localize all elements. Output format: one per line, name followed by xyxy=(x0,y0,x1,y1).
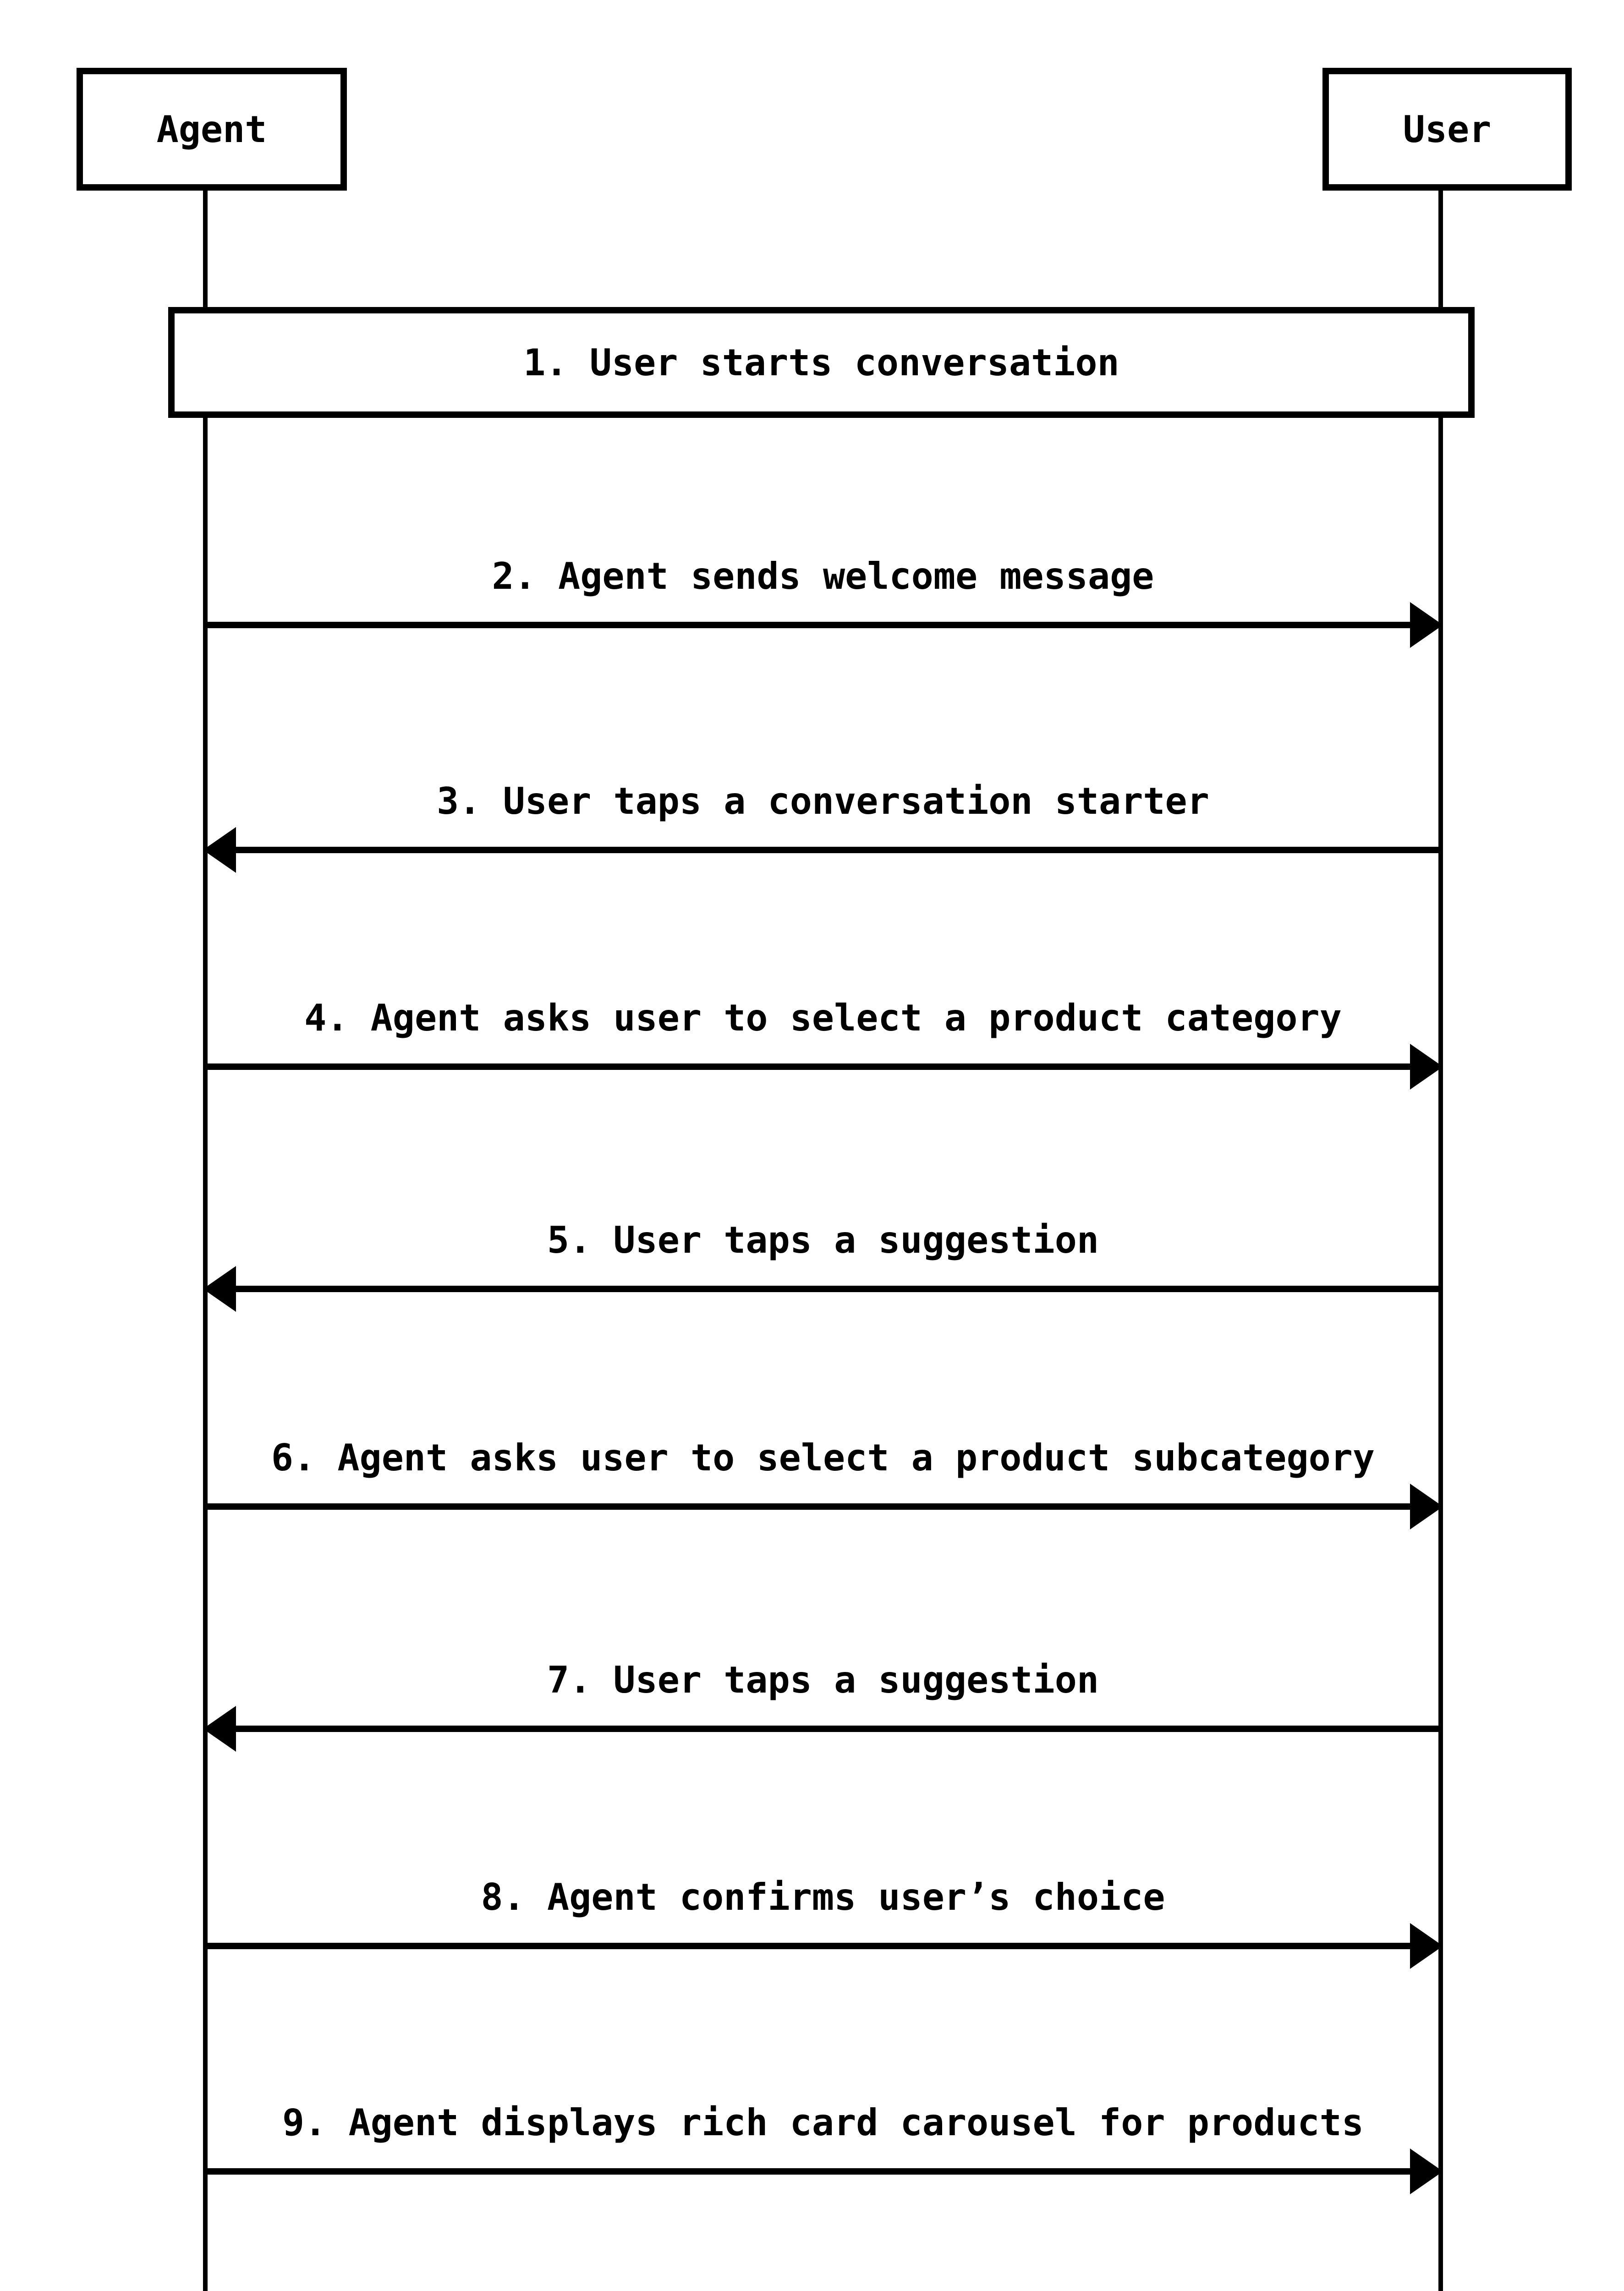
participant-box-user-top: User xyxy=(1322,68,1572,191)
message-arrow-line xyxy=(205,2168,1441,2175)
arrowhead-right xyxy=(1410,2148,1443,2194)
message-arrow-line xyxy=(205,1286,1441,1292)
arrowhead-left xyxy=(203,1706,236,1752)
arrowhead-left xyxy=(203,827,236,873)
message-arrow-line xyxy=(205,847,1441,853)
arrowhead-right xyxy=(1410,1044,1443,1090)
message-label: 9. Agent displays rich card carousel for… xyxy=(282,2101,1364,2144)
arrowhead-right xyxy=(1410,1923,1443,1969)
arrowhead-left xyxy=(203,1266,236,1312)
note-box: 1. User starts conversation xyxy=(168,307,1475,418)
arrowhead-right xyxy=(1410,602,1443,648)
message-arrow-line xyxy=(205,1503,1441,1510)
note-label: 1. User starts conversation xyxy=(523,341,1119,384)
lifeline-user xyxy=(1438,174,1443,2291)
message-arrow-line xyxy=(205,622,1441,628)
participant-box-agent-top: Agent xyxy=(77,68,347,191)
message-label: 4. Agent asks user to select a product c… xyxy=(304,997,1342,1039)
message-label: 6. Agent asks user to select a product s… xyxy=(271,1436,1375,1479)
lifeline-agent xyxy=(203,174,208,2291)
participant-label-agent: Agent xyxy=(156,108,267,151)
participant-label-user: User xyxy=(1403,108,1492,151)
message-label: 2. Agent sends welcome message xyxy=(492,555,1154,597)
message-label: 3. User taps a conversation starter xyxy=(437,780,1209,822)
message-label: 5. User taps a suggestion xyxy=(547,1219,1099,1261)
message-arrow-line xyxy=(205,1063,1441,1070)
message-arrow-line xyxy=(205,1943,1441,1949)
message-arrow-line xyxy=(205,1726,1441,1732)
message-label: 7. User taps a suggestion xyxy=(547,1659,1099,1701)
message-label: 8. Agent confirms user’s choice xyxy=(481,1876,1165,1918)
arrowhead-right xyxy=(1410,1484,1443,1529)
